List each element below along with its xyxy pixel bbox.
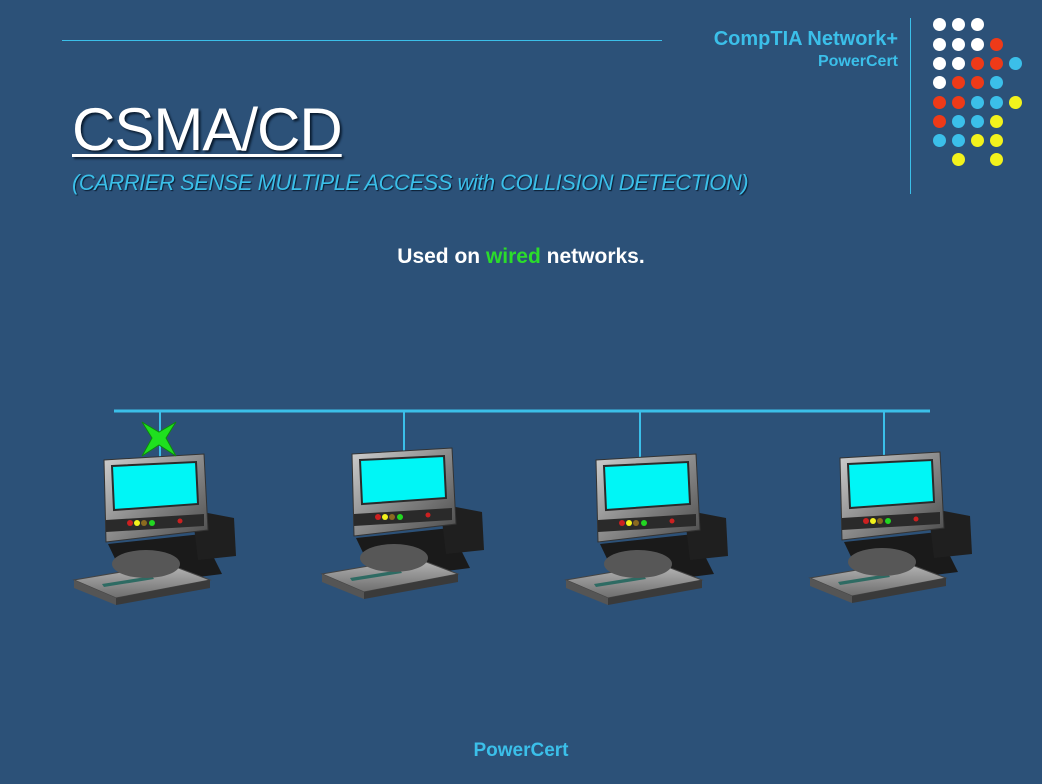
computer-icon (321, 447, 485, 600)
dot (933, 76, 946, 89)
dot (933, 38, 946, 51)
dot (952, 96, 965, 109)
dot (933, 18, 946, 31)
dot (971, 18, 984, 31)
brand-block: CompTIA Network+ PowerCert (714, 27, 898, 73)
dot (990, 57, 1003, 70)
slide-title: CSMA/CD (72, 96, 343, 163)
dot (971, 76, 984, 89)
caption-after: networks. (540, 245, 645, 268)
dot (933, 96, 946, 109)
dot (971, 115, 984, 128)
dot (1009, 57, 1022, 70)
dot (990, 38, 1003, 51)
dot (971, 57, 984, 70)
dot (933, 57, 946, 70)
dot (990, 134, 1003, 147)
caption: Used on wired networks. (0, 245, 1042, 269)
dot (933, 134, 946, 147)
dot (952, 76, 965, 89)
caption-highlight: wired (485, 245, 541, 268)
header-rule (62, 40, 662, 41)
dot (971, 134, 984, 147)
slide-subtitle: (CARRIER SENSE MULTIPLE ACCESS with COLL… (72, 170, 749, 195)
brand-line1: CompTIA Network+ (713, 28, 898, 50)
computer-icon (73, 453, 237, 606)
dot (952, 18, 965, 31)
dot (933, 115, 946, 128)
collision-star-icon (141, 421, 177, 457)
dot (952, 134, 965, 147)
dot (1009, 96, 1022, 109)
dot (971, 38, 984, 51)
dot (990, 115, 1003, 128)
header-vertical-rule (910, 18, 911, 194)
dot (990, 76, 1003, 89)
dot (990, 153, 1003, 166)
dot (952, 153, 965, 166)
dot (990, 96, 1003, 109)
dot (971, 96, 984, 109)
dot (952, 38, 965, 51)
brand-line2: PowerCert (817, 53, 898, 70)
computer-icon (809, 451, 973, 604)
dot (952, 115, 965, 128)
caption-before: Used on (397, 245, 486, 268)
computer-icon (565, 453, 729, 606)
dot (952, 57, 965, 70)
footer-brand: PowerCert (473, 740, 569, 761)
